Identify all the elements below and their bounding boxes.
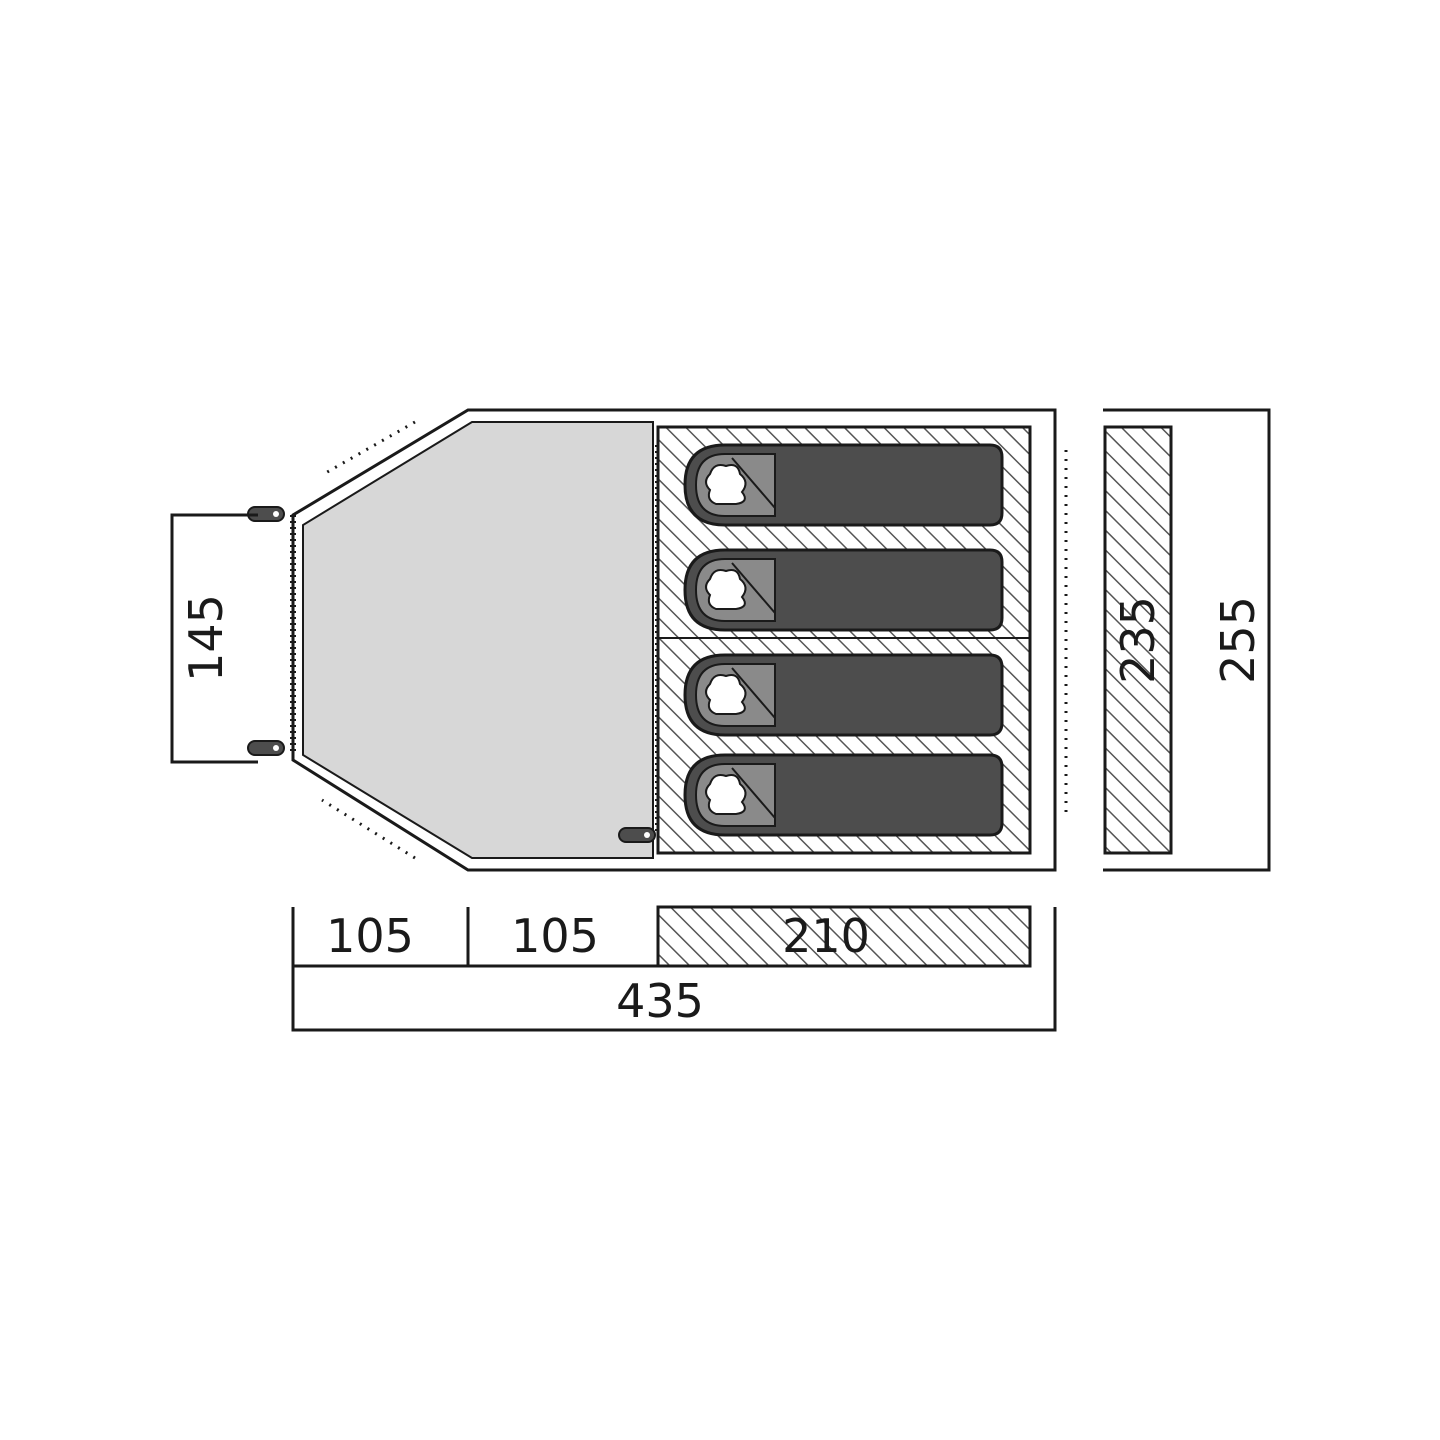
sleeping-bag-icon [683, 653, 1004, 737]
dimension-front-width: 145 [179, 594, 233, 682]
sleeping-bag-icon [683, 443, 1004, 527]
tent-peg-icon [618, 827, 656, 843]
sleeping-bag-icon [683, 548, 1004, 632]
dimension-vestibule-section-2: 105 [511, 909, 599, 963]
dimension-bracket-total-width [1103, 408, 1271, 872]
dimension-vestibule-section-1: 105 [326, 909, 414, 963]
dimension-inner-length: 210 [782, 909, 870, 963]
dimension-inner-width: 235 [1111, 596, 1165, 684]
tent-peg-icon [247, 740, 285, 756]
dimension-total-length: 435 [616, 974, 704, 1028]
guy-line-dots [321, 420, 1068, 860]
vestibule-floor [302, 421, 654, 859]
dimension-bracket-front-width [170, 513, 258, 764]
dimension-total-width: 255 [1211, 596, 1265, 684]
dimension-bracket-total-length [291, 907, 1057, 1032]
dimension-bar-inner-width [1103, 425, 1173, 855]
sleeping-bag-icon [683, 753, 1004, 837]
dimension-bar-inner-length [656, 905, 1032, 968]
